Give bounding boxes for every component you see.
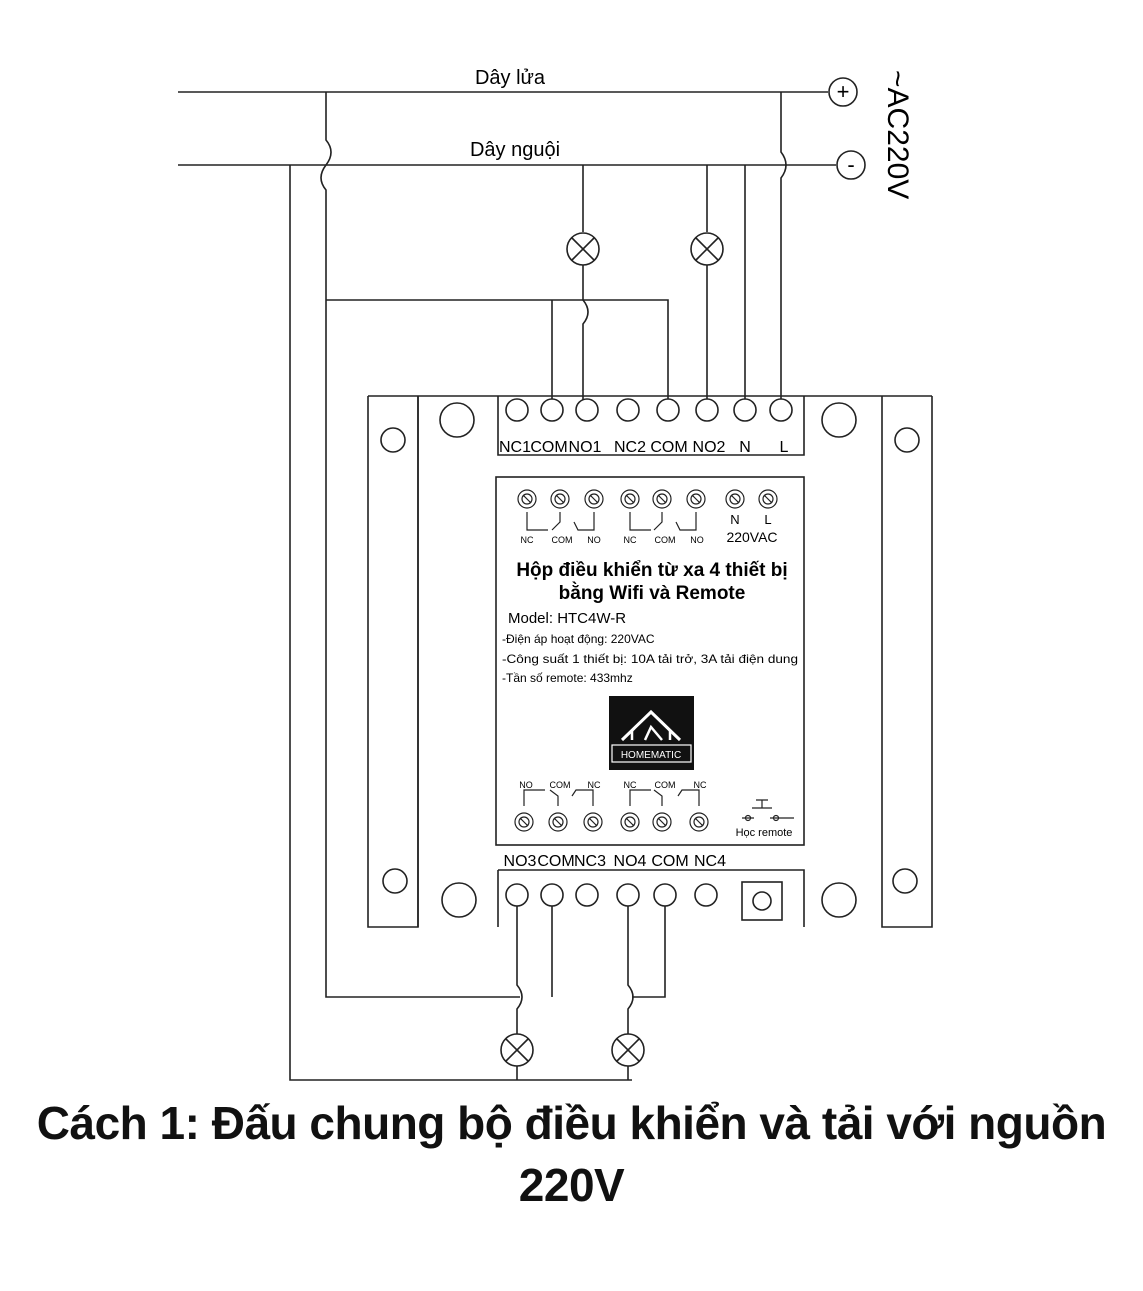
lamp-2-icon <box>690 232 724 266</box>
panel-model: Model: HTC4W-R <box>508 610 626 627</box>
top-terminal-screw-icon <box>769 398 793 422</box>
lamp-4-icon <box>611 1033 645 1067</box>
live-label: Dây lửa <box>475 67 546 89</box>
mount-hole-icon <box>441 882 477 918</box>
minus-symbol: - <box>847 152 854 177</box>
l-wire <box>780 92 787 410</box>
panel-l-label: L <box>764 512 771 527</box>
homematic-logo: HOMEMATIC <box>609 696 694 770</box>
bottom-terminal-screw-icon <box>653 883 677 907</box>
panel-small-label: COM <box>655 780 676 790</box>
bottom-terminal-label: NC3 <box>574 853 606 870</box>
bottom-terminal-screw-icon <box>505 883 529 907</box>
panel-small-label: COM <box>655 535 676 545</box>
panel-spec-power: -Công suất 1 thiết bị: 10A tải trở, 3A t… <box>502 652 798 666</box>
top-terminal-label: COM <box>530 439 567 456</box>
mount-hole-icon <box>439 402 475 438</box>
panel-spec-frequency: -Tần số remote: 433mhz <box>502 671 633 685</box>
enclosure <box>367 395 933 928</box>
panel-voltage: 220VAC <box>726 529 777 545</box>
caption-line2: 220V <box>518 1159 625 1211</box>
mount-hole-icon <box>380 427 406 453</box>
panel-n-label: N <box>730 512 739 527</box>
top-terminal-screw-icon <box>656 398 680 422</box>
panel-small-label: NC <box>588 780 601 790</box>
panel-small-label: NC <box>521 535 534 545</box>
com4-wire <box>632 895 666 998</box>
lamp-1-icon <box>566 232 600 266</box>
panel-small-label: NC <box>624 535 637 545</box>
mount-hole-icon <box>821 402 857 438</box>
mount-hole-icon <box>892 868 918 894</box>
plus-symbol: + <box>837 79 850 104</box>
bottom-terminal-screw-icon <box>540 883 564 907</box>
neutral-left-wire <box>289 165 632 1081</box>
label-panel <box>495 476 805 846</box>
top-terminal-screw-icon <box>733 398 757 422</box>
live-left-wire <box>320 92 520 998</box>
panel-small-label: COM <box>552 535 573 545</box>
minus-terminal-icon <box>836 150 866 180</box>
neutral-label: Dây nguội <box>470 139 560 161</box>
top-terminal-label: N <box>739 439 751 456</box>
top-terminal-screw-icon <box>540 398 564 422</box>
panel-title-line1: Hộp điều khiển từ xa 4 thiết bị <box>516 560 787 581</box>
panel-small-label: NC <box>624 780 637 790</box>
top-terminal-label: NO2 <box>693 439 726 456</box>
lamp-3-icon <box>500 1033 534 1067</box>
top-terminal-label: NC2 <box>614 439 646 456</box>
top-terminal-screw-icon <box>616 398 640 422</box>
bottom-terminal-screw-icon <box>694 883 718 907</box>
panel-spec-voltage: -Điện áp hoạt động: 220VAC <box>502 632 655 646</box>
relay-symbols <box>523 512 794 822</box>
bottom-terminal-label: NO4 <box>614 853 647 870</box>
no1-wire <box>582 165 589 410</box>
learn-remote-label: Học remote <box>736 827 793 839</box>
bottom-terminal-label: NC4 <box>694 853 726 870</box>
bottom-terminal-screw-icon <box>575 883 599 907</box>
panel-small-label: NO <box>690 535 704 545</box>
voltage-label: ~AC220V <box>881 70 914 199</box>
panel-small-label: NC <box>694 780 707 790</box>
panel-title-line2: bằng Wifi và Remote <box>559 582 746 604</box>
bottom-terminal-screw-icon <box>616 883 640 907</box>
caption-line1: Cách 1: Đấu chung bộ điều khiển và tải v… <box>36 1097 1107 1149</box>
no3-wire <box>516 895 523 1080</box>
top-terminal-label: COM <box>650 439 687 456</box>
top-terminal-label: L <box>780 439 789 456</box>
top-terminal-screw-icon <box>575 398 599 422</box>
top-terminal-label: NO1 <box>569 439 602 456</box>
brand-name: HOMEMATIC <box>621 750 681 761</box>
bottom-terminal-label: NO3 <box>504 853 537 870</box>
live-branch-wire <box>326 299 669 410</box>
mount-hole-icon <box>821 882 857 918</box>
bottom-terminal-label: COM <box>651 853 688 870</box>
mount-hole-icon <box>894 427 920 453</box>
plus-terminal-icon <box>828 77 858 107</box>
panel-small-label: COM <box>550 780 571 790</box>
mount-hole-icon <box>382 868 408 894</box>
top-terminal-screw-icon <box>505 398 529 422</box>
panel-small-label: NO <box>587 535 601 545</box>
panel-small-label: NO <box>519 780 533 790</box>
top-terminal-label: NC1 <box>499 439 531 456</box>
top-terminal-screw-icon <box>695 398 719 422</box>
bottom-terminal-label: COM <box>537 853 574 870</box>
